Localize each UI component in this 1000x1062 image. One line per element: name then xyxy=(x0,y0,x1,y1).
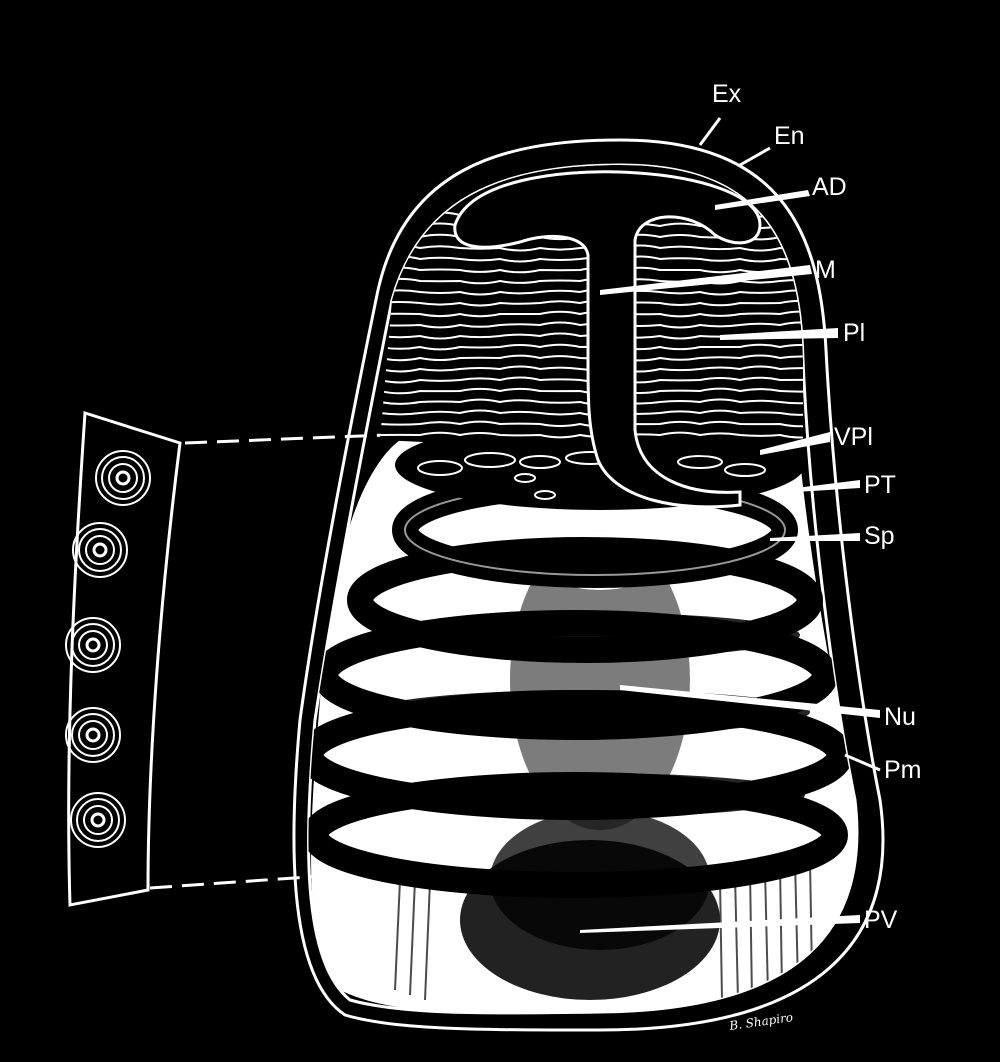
dashed-connector-top xyxy=(184,433,386,445)
exospore-outline xyxy=(292,138,885,1032)
label-pl: Pl xyxy=(843,319,865,347)
label-ad: AD xyxy=(812,173,847,201)
label-pv: PV xyxy=(864,906,898,934)
apical-disc xyxy=(453,170,762,509)
strip-ring xyxy=(78,720,108,750)
strip-ring xyxy=(90,812,106,828)
strip-ring xyxy=(65,707,121,763)
strip-ring xyxy=(108,463,138,493)
leader-lines xyxy=(580,117,881,933)
strip-ring xyxy=(70,792,126,848)
strip-ring xyxy=(76,798,120,842)
label-pm: Pm xyxy=(884,756,922,784)
label-en: En xyxy=(774,122,805,150)
strip-ring xyxy=(71,713,115,757)
label-sp: Sp xyxy=(864,522,895,550)
strip-ring xyxy=(83,805,113,835)
strip-ring xyxy=(85,727,101,743)
strip-ring xyxy=(115,470,131,486)
label-vpl: VPl xyxy=(834,423,873,451)
label-ex: Ex xyxy=(712,80,742,108)
strip-ring xyxy=(85,535,115,565)
strip-ring xyxy=(95,450,151,506)
strip-ring xyxy=(72,522,128,578)
strip-ring xyxy=(85,637,101,653)
strip-rings xyxy=(65,450,151,848)
strip-ring xyxy=(71,623,115,667)
strip-ring xyxy=(78,630,108,660)
strip-ring xyxy=(92,542,108,558)
cross-section-strip xyxy=(65,410,182,907)
strip-ring xyxy=(78,528,122,572)
strip-ring xyxy=(101,456,145,500)
label-pt: PT xyxy=(864,471,896,499)
coil-gaps xyxy=(370,613,810,817)
label-m: M xyxy=(815,256,836,284)
strip-ring xyxy=(65,617,121,673)
label-nu: Nu xyxy=(884,703,916,731)
